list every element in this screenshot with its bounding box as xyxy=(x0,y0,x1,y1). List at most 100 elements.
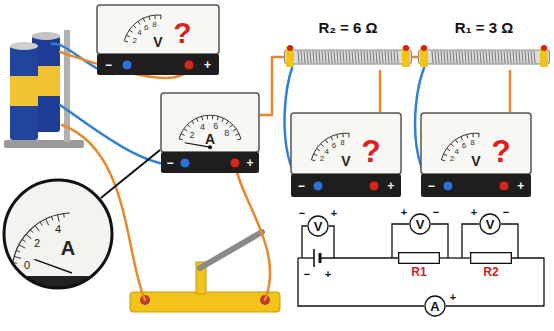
scale-tick xyxy=(126,35,130,37)
terminal xyxy=(421,45,427,51)
resistor-coil xyxy=(525,51,526,63)
wire xyxy=(412,56,418,59)
resistor-coil xyxy=(534,51,535,63)
resistor-coil xyxy=(382,51,383,63)
terminal xyxy=(499,181,509,191)
battery xyxy=(10,42,38,50)
resistor-coil xyxy=(304,51,305,63)
magnified-ammeter-dial: A024 xyxy=(2,178,114,290)
resistor-label: R₂ = 6 Ω xyxy=(318,20,377,35)
resistor-coil xyxy=(453,51,454,63)
resistor-coil xyxy=(346,51,347,63)
symbol-letter: V xyxy=(314,220,323,233)
terminal xyxy=(287,45,293,51)
resistor-coil xyxy=(459,51,460,63)
meter-face xyxy=(291,113,401,174)
resistor-coil xyxy=(391,51,392,63)
scale-tick xyxy=(63,214,65,218)
scale-number: 4 xyxy=(455,148,459,156)
resistor-coil xyxy=(480,51,481,63)
polarity-sign: − xyxy=(433,207,439,218)
scale-tick xyxy=(129,30,132,32)
resistor-coil xyxy=(340,51,341,63)
scale-tick xyxy=(311,160,315,161)
scale-tick xyxy=(179,139,183,140)
resistor-coil xyxy=(510,51,511,63)
symbol-letter: A xyxy=(430,300,439,313)
polarity-sign: + xyxy=(331,208,337,219)
meter-unit: V xyxy=(153,35,162,49)
scale-tick xyxy=(314,154,318,156)
resistor-coil xyxy=(334,51,335,63)
meter-unit: A xyxy=(205,132,215,146)
resistor-coil xyxy=(474,51,475,63)
resistor-board xyxy=(419,50,550,64)
voltmeter: V?−+2468 xyxy=(290,112,402,198)
resistor-coil xyxy=(486,51,487,63)
resistor-coil xyxy=(444,51,445,63)
resistor-coil xyxy=(498,51,499,63)
resistor-coil xyxy=(343,51,344,63)
resistor-coil xyxy=(441,51,442,63)
voltmeter-symbol: V xyxy=(409,213,431,235)
schematic-wire xyxy=(298,257,314,258)
polarity-sign: + xyxy=(471,207,477,218)
scale-tick xyxy=(451,144,454,147)
resistor-coil xyxy=(376,51,377,63)
resistor-coil xyxy=(507,51,508,63)
terminal-sign: − xyxy=(105,59,112,71)
symbol-outline xyxy=(410,214,430,234)
scale-tick xyxy=(207,115,208,119)
resistor-outline xyxy=(470,252,512,264)
resistor-coil xyxy=(367,51,368,63)
scale-tick xyxy=(154,15,155,19)
scale-tick xyxy=(22,239,25,241)
polarity-sign: − xyxy=(299,208,305,219)
resistor-board xyxy=(285,50,412,64)
resistor-symbol: R2 xyxy=(470,252,512,264)
resistor-coil xyxy=(456,51,457,63)
resistor-coil xyxy=(370,51,371,63)
question-mark: ? xyxy=(173,18,191,48)
meter-base xyxy=(97,54,219,75)
question-mark: ? xyxy=(361,135,381,167)
meter-unit: A xyxy=(61,238,75,258)
polarity-sign: + xyxy=(325,269,331,280)
scale-tick xyxy=(342,133,343,137)
magnifier-leader xyxy=(101,150,160,198)
symbol-outline xyxy=(480,214,500,234)
schematic-wire xyxy=(319,253,322,263)
resistor-coil xyxy=(361,51,362,63)
resistor-coil xyxy=(435,51,436,63)
resistor-coil xyxy=(471,51,472,63)
terminal xyxy=(403,45,409,51)
terminal-sign: + xyxy=(204,59,211,71)
battery xyxy=(10,46,38,140)
terminal xyxy=(230,158,240,168)
meter-face xyxy=(161,93,259,152)
scale-tick xyxy=(226,121,228,124)
dial xyxy=(2,213,114,290)
resistor-coil xyxy=(364,51,365,63)
scale-number: 0 xyxy=(24,260,30,271)
scale-tick xyxy=(19,245,25,248)
scale-tick xyxy=(337,134,338,138)
polarity-sign: − xyxy=(304,269,310,280)
terminal xyxy=(122,60,132,70)
scale-tick xyxy=(187,125,190,128)
terminal xyxy=(313,181,323,191)
scale-tick xyxy=(461,137,463,141)
scale-tick xyxy=(26,234,31,238)
question-mark: ? xyxy=(491,135,511,167)
resistor-coil xyxy=(516,51,517,63)
scale-number: 8 xyxy=(152,21,156,29)
resistor-coil xyxy=(447,51,448,63)
scale-tick xyxy=(35,226,39,232)
polarity-sign: + xyxy=(401,207,407,218)
resistor-coil xyxy=(385,51,386,63)
scale-tick xyxy=(30,230,33,233)
resistor-coil xyxy=(325,51,326,63)
scale-tick xyxy=(143,18,145,22)
resistor-coil xyxy=(522,51,523,63)
resistor-coil xyxy=(331,51,332,63)
